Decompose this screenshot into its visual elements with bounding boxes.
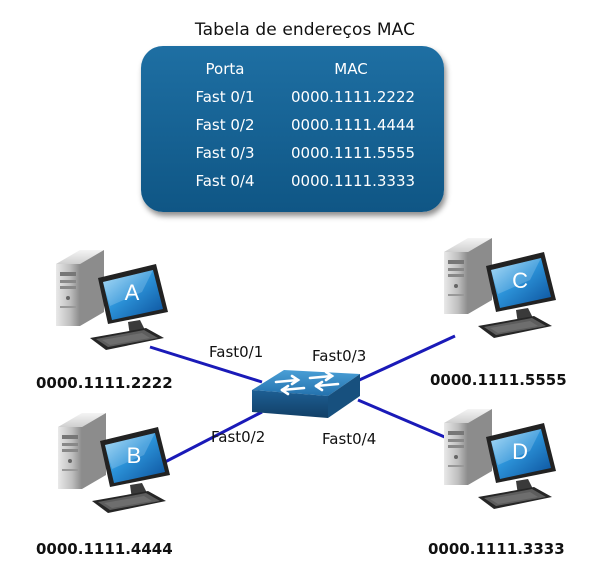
table-row: Fast 0/1 0000.1111.2222 xyxy=(141,88,444,114)
port-label-fast0-4: Fast0/4 xyxy=(322,430,377,448)
table-cell-mac: 0000.1111.5555 xyxy=(291,144,416,162)
table-cell-mac: 0000.1111.3333 xyxy=(291,172,416,190)
switch-icon xyxy=(250,368,362,420)
host-mac-c: 0000.1111.5555 xyxy=(430,371,567,389)
host-letter-c: C xyxy=(512,268,528,293)
table-row: Fast 0/3 0000.1111.5555 xyxy=(141,144,444,170)
table-row: Fast 0/4 0000.1111.3333 xyxy=(141,172,444,198)
port-label-fast0-2: Fast0/2 xyxy=(211,428,266,446)
computer-a-icon: A xyxy=(56,250,168,350)
link-d xyxy=(357,398,448,440)
table-cell-port: Fast 0/4 xyxy=(195,172,255,190)
host-mac-b: 0000.1111.4444 xyxy=(36,540,173,558)
link-b xyxy=(162,410,263,465)
table-cell-mac: 0000.1111.2222 xyxy=(291,88,416,106)
host-mac-d: 0000.1111.3333 xyxy=(428,540,565,558)
table-cell-port: Fast 0/3 xyxy=(195,144,255,162)
computer-c-icon: C xyxy=(444,238,556,338)
host-mac-a: 0000.1111.2222 xyxy=(36,374,173,392)
host-letter-b: B xyxy=(127,443,142,468)
header-port: Porta xyxy=(205,60,245,78)
port-label-fast0-3: Fast0/3 xyxy=(312,347,367,365)
table-cell-mac: 0000.1111.4444 xyxy=(291,116,416,134)
host-letter-d: D xyxy=(512,439,528,464)
computer-d-icon: D xyxy=(444,409,556,509)
table-header-row: Porta MAC xyxy=(141,60,444,86)
table-cell-port: Fast 0/2 xyxy=(195,116,255,134)
mac-address-table: Porta MAC Fast 0/1 0000.1111.2222 Fast 0… xyxy=(141,46,444,212)
table-cell-port: Fast 0/1 xyxy=(195,88,255,106)
header-mac: MAC xyxy=(334,60,368,78)
link-c xyxy=(354,334,456,384)
host-letter-a: A xyxy=(125,280,140,305)
table-row: Fast 0/2 0000.1111.4444 xyxy=(141,116,444,142)
table-title: Tabela de endereços MAC xyxy=(194,20,416,40)
port-label-fast0-1: Fast0/1 xyxy=(209,343,264,361)
computer-b-icon: B xyxy=(58,413,170,513)
link-a xyxy=(149,345,263,384)
